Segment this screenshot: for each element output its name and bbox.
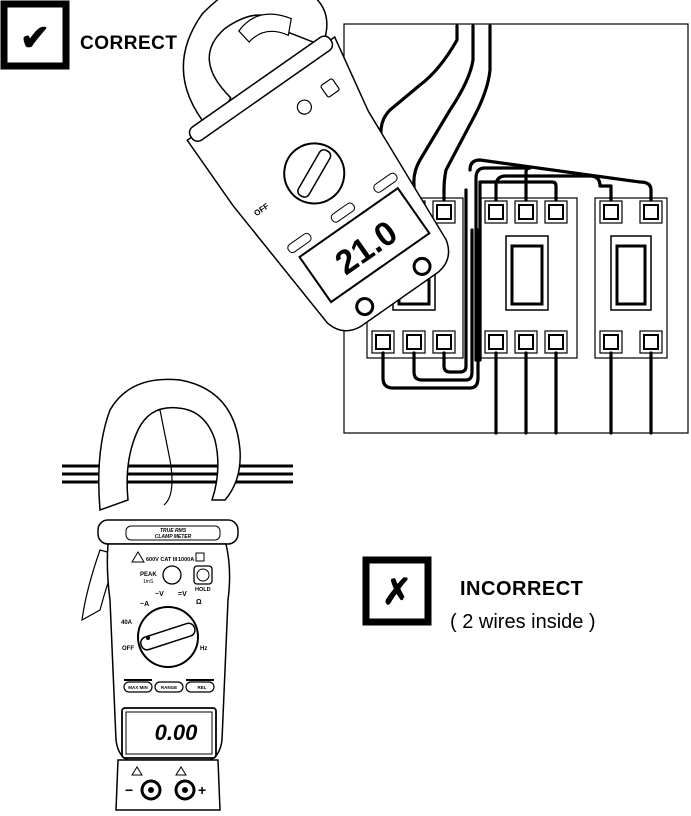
dc-v-label: =V bbox=[178, 591, 187, 598]
cat-rating: 600V CAT III bbox=[146, 557, 178, 563]
rel-label: REL bbox=[198, 685, 207, 690]
peak-sub: 1mS bbox=[143, 579, 154, 585]
ac-a-label: ~A bbox=[140, 601, 149, 608]
correct-label: CORRECT bbox=[80, 33, 178, 54]
warning-icon-bottom-left bbox=[131, 766, 143, 776]
terminals bbox=[371, 200, 663, 354]
maxmin-label: MAX MIN bbox=[128, 685, 148, 690]
lcd-reading-bottom: 0.00 bbox=[155, 720, 199, 745]
ohm-label: Ω bbox=[196, 599, 202, 606]
check-icon: ✔ bbox=[20, 17, 50, 58]
correct-badge: ✔ bbox=[0, 0, 70, 70]
peak-label: PEAK bbox=[140, 572, 157, 578]
clamp-meter-bottom: TRUE RMS CLAMP METER 600V CAT III 1000A … bbox=[81, 378, 241, 811]
cross-icon: ✗ bbox=[382, 571, 412, 612]
v-jack-top[interactable] bbox=[411, 255, 433, 277]
warning-icon-bottom-right bbox=[175, 766, 187, 776]
range-label: RANGE bbox=[161, 685, 177, 690]
ac-v-label: ~V bbox=[155, 591, 164, 598]
incorrect-badge: ✗ bbox=[362, 556, 432, 626]
rel-button[interactable] bbox=[185, 681, 215, 693]
incorrect-label: INCORRECT bbox=[460, 578, 584, 600]
warning-icon bbox=[131, 551, 145, 563]
lcd-display-top bbox=[298, 186, 431, 304]
range-40a-label: 40A bbox=[121, 620, 133, 626]
brand-line-1: TRUE RMS bbox=[160, 528, 187, 534]
amp-rating: 1000A bbox=[178, 557, 194, 563]
clamp-meter-top: OFF 21.0 bbox=[182, 0, 450, 332]
brand-line-2: CLAMP METER bbox=[155, 534, 192, 540]
incorrect-note: ( 2 wires inside ) bbox=[450, 611, 596, 633]
conductor-bundle bbox=[62, 464, 293, 484]
range-button[interactable] bbox=[154, 681, 184, 693]
brand-plate bbox=[125, 525, 221, 541]
off-label-bottom: OFF bbox=[122, 646, 134, 652]
minus-label: − bbox=[125, 782, 133, 798]
wires bbox=[379, 24, 653, 435]
peak-button[interactable] bbox=[162, 565, 182, 585]
breaker-panel bbox=[343, 23, 689, 435]
hz-label: Hz bbox=[200, 646, 207, 652]
maxmin-button[interactable] bbox=[123, 681, 153, 693]
plus-label: + bbox=[198, 782, 206, 798]
com-jack-top[interactable] bbox=[354, 295, 376, 317]
hold-icon bbox=[195, 552, 205, 562]
hold-label: HOLD bbox=[195, 587, 211, 593]
